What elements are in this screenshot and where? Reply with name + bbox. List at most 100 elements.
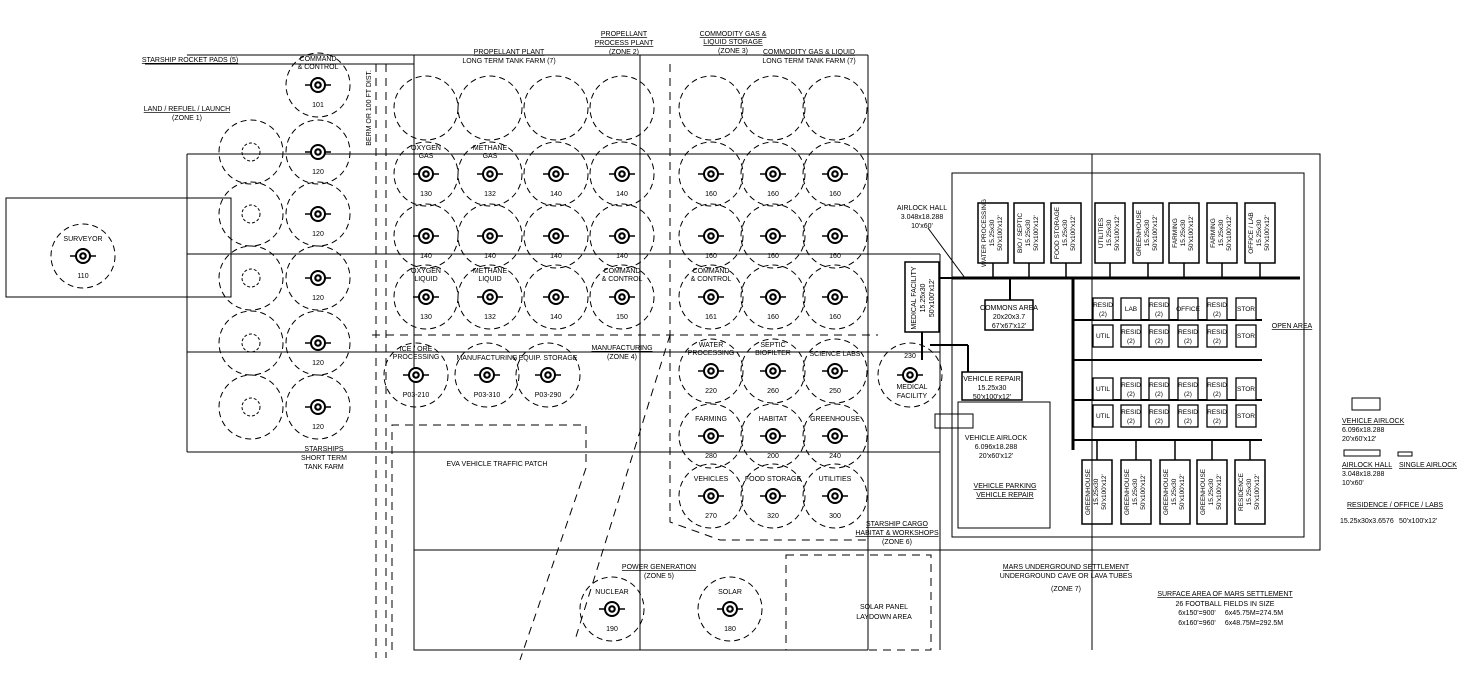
cell-outline: [1235, 377, 1257, 401]
residential-cell: UTIL: [1092, 377, 1114, 401]
building-label: 15.25x30: [1144, 219, 1151, 246]
cell-sublabel: (2): [1184, 391, 1192, 398]
tank-number: 280: [705, 453, 717, 460]
tank-unit: 160: [802, 203, 868, 269]
vehicle-repair-box: [961, 371, 1023, 401]
tank-number: P03-290: [535, 392, 562, 399]
tank-vessel-icon: [697, 487, 725, 505]
residential-cell: RESID(2): [1206, 297, 1228, 321]
cell-label: RESID: [1093, 302, 1113, 309]
vehicle-parking-box: [957, 401, 1051, 529]
tank-unit: 160: [678, 141, 744, 207]
rocket-pad: [218, 310, 284, 376]
residential-cell: STOR: [1235, 297, 1257, 321]
cell-label: STOR: [1237, 386, 1255, 393]
tank-outline: [285, 245, 351, 311]
tank-vessel-icon: [716, 600, 744, 618]
vehicle-repair-label-2: 15.25x30: [978, 385, 1007, 392]
building-label: 15.25x30: [1093, 478, 1100, 505]
tank-vessel-icon: [542, 288, 570, 306]
vehicle-repair-label-3: 50'x100'x12': [973, 394, 1011, 401]
building-label: 50'x100'x12': [1101, 474, 1108, 510]
tank-vessel-icon: [476, 288, 504, 306]
tank-vessel-icon: [821, 288, 849, 306]
building-label: 50'x100'x12': [1114, 215, 1121, 251]
tank-outline: [740, 264, 806, 330]
rocket-pad-center: [241, 268, 261, 288]
short-term-label-1: STARSHIPS: [304, 446, 343, 453]
cell-sublabel: (2): [1155, 311, 1163, 318]
parking-label-2: VEHICLE REPAIR: [976, 492, 1033, 499]
cell-sublabel: (2): [1099, 311, 1107, 318]
tank-label-line1: ICE / ORE: [400, 346, 433, 353]
building-label: 15.25x30: [1256, 219, 1263, 246]
tank-outline: [457, 141, 523, 207]
building-label: 15.25x30: [1218, 219, 1225, 246]
tank-vessel-icon: [304, 398, 332, 416]
power-gen-label: POWER GENERATION: [622, 564, 696, 571]
tank-number: 270: [705, 513, 717, 520]
cell-label: RESID: [1149, 329, 1169, 336]
cell-label: UTIL: [1096, 333, 1110, 340]
surface-area-label: SURFACE AREA OF MARS SETTLEMENT: [1157, 591, 1293, 598]
cell-outline: [1206, 377, 1228, 401]
zone6-label: (ZONE 6): [882, 539, 912, 546]
tank-unit: 160: [802, 141, 868, 207]
residential-cell: RESID (2): [1092, 297, 1114, 321]
residential-cell: RESID(2): [1120, 404, 1142, 428]
cell-outline: [1092, 404, 1114, 428]
cell-label: RESID: [1121, 409, 1141, 416]
tank-unit: 160: [678, 203, 744, 269]
legend-res-ft: 50'x100'x12': [1399, 518, 1437, 525]
tank-number: 140: [550, 191, 562, 198]
tank-label-line2: & CONTROL: [602, 276, 643, 283]
building-label: 50'x100'x12': [1264, 215, 1271, 251]
tank-number: 120: [312, 360, 324, 367]
tank-outline: [678, 203, 744, 269]
tank-label-line2: & CONTROL: [691, 276, 732, 283]
tank-label-line1: WATER: [699, 342, 724, 349]
medical-facility-rot-3: 50'x100'x12': [929, 279, 936, 317]
building-label: UTILITIES: [1098, 217, 1105, 248]
tank-vessel-icon: [304, 205, 332, 223]
tank-label-line2: GAS: [483, 153, 498, 160]
tank-label-line2: BIOFILTER: [755, 350, 791, 357]
tank-unit: 160: [740, 264, 806, 330]
residential-cell: RESID(2): [1206, 324, 1228, 348]
cell-sublabel: (2): [1213, 418, 1221, 425]
cell-outline: [1206, 404, 1228, 428]
rocket-pad: [218, 119, 284, 185]
building-label: 50'x100'x12': [1179, 474, 1186, 510]
cell-sublabel: (2): [1127, 391, 1135, 398]
cg-long-label-2: LONG TERM TANK FARM (7): [762, 58, 855, 65]
tank-vessel-icon: [598, 600, 626, 618]
tank-label-line1: FOOD STORAGE: [745, 476, 802, 483]
medical-unit: [877, 342, 943, 408]
cell-outline: [1206, 297, 1228, 321]
building-label: GREENHOUSE: [1200, 468, 1207, 515]
tank-number: 200: [767, 453, 779, 460]
empty-tank-outline: [740, 75, 806, 141]
legend-va-label-3: 20'x60'x12': [1342, 436, 1376, 443]
cell-outline: [1177, 297, 1199, 321]
cg-long-label-1: COMMODITY GAS & LIQUID: [763, 49, 855, 56]
tank-label-line1: SURVEYOR: [63, 236, 102, 243]
residential-cell: UTIL: [1092, 404, 1114, 428]
rocket-pads-label: STARSHIP ROCKET PADS (5): [142, 57, 238, 64]
tank-number: 250: [829, 388, 841, 395]
tank-outline: [589, 264, 655, 330]
tank-vessel-icon: [534, 366, 562, 384]
building-label: 15.25x30: [1180, 219, 1187, 246]
tank-vessel-icon: [542, 227, 570, 245]
tank-vessel-icon: [821, 165, 849, 183]
solar-panel-label-2: LAYDOWN AREA: [856, 614, 912, 621]
tank-vessel-icon: [473, 366, 501, 384]
dashed-boundaries: [372, 64, 932, 661]
